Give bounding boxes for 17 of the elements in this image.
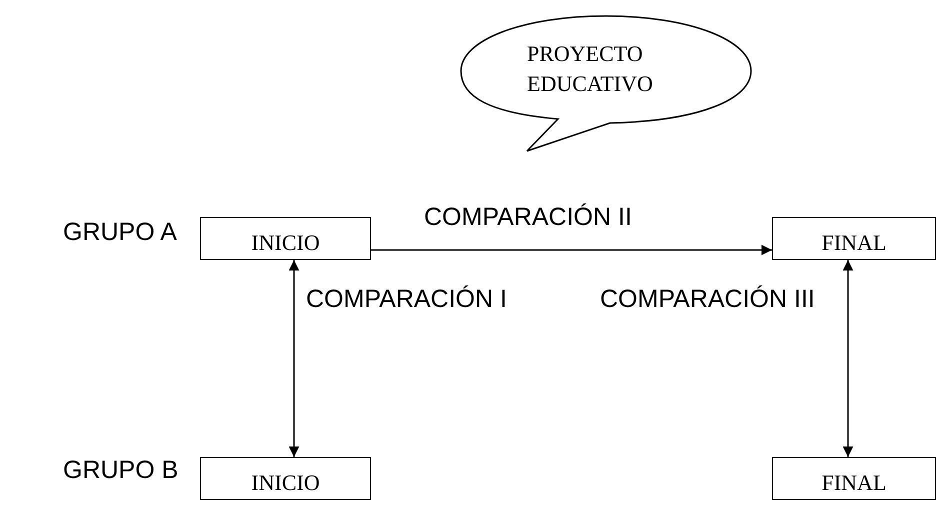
bubble-text: PROYECTO EDUCATIVO <box>527 40 654 98</box>
arrow <box>288 260 300 457</box>
box-label: INICIO <box>251 228 320 257</box>
process-box <box>772 457 936 500</box>
comparison-label: COMPARACIÓN III <box>600 285 815 314</box>
box-label: FINAL <box>822 228 886 257</box>
process-box <box>772 217 936 260</box>
arrow <box>371 244 772 256</box>
arrow <box>842 260 854 457</box>
group-label: GRUPO A <box>63 218 177 246</box>
process-box <box>200 217 371 260</box>
comparison-label: COMPARACIÓN II <box>424 203 632 232</box>
process-box <box>200 457 371 500</box>
group-label: GRUPO B <box>63 456 178 484</box>
box-label: INICIO <box>251 468 320 497</box>
box-label: FINAL <box>822 468 886 497</box>
comparison-label: COMPARACIÓN I <box>306 285 507 314</box>
